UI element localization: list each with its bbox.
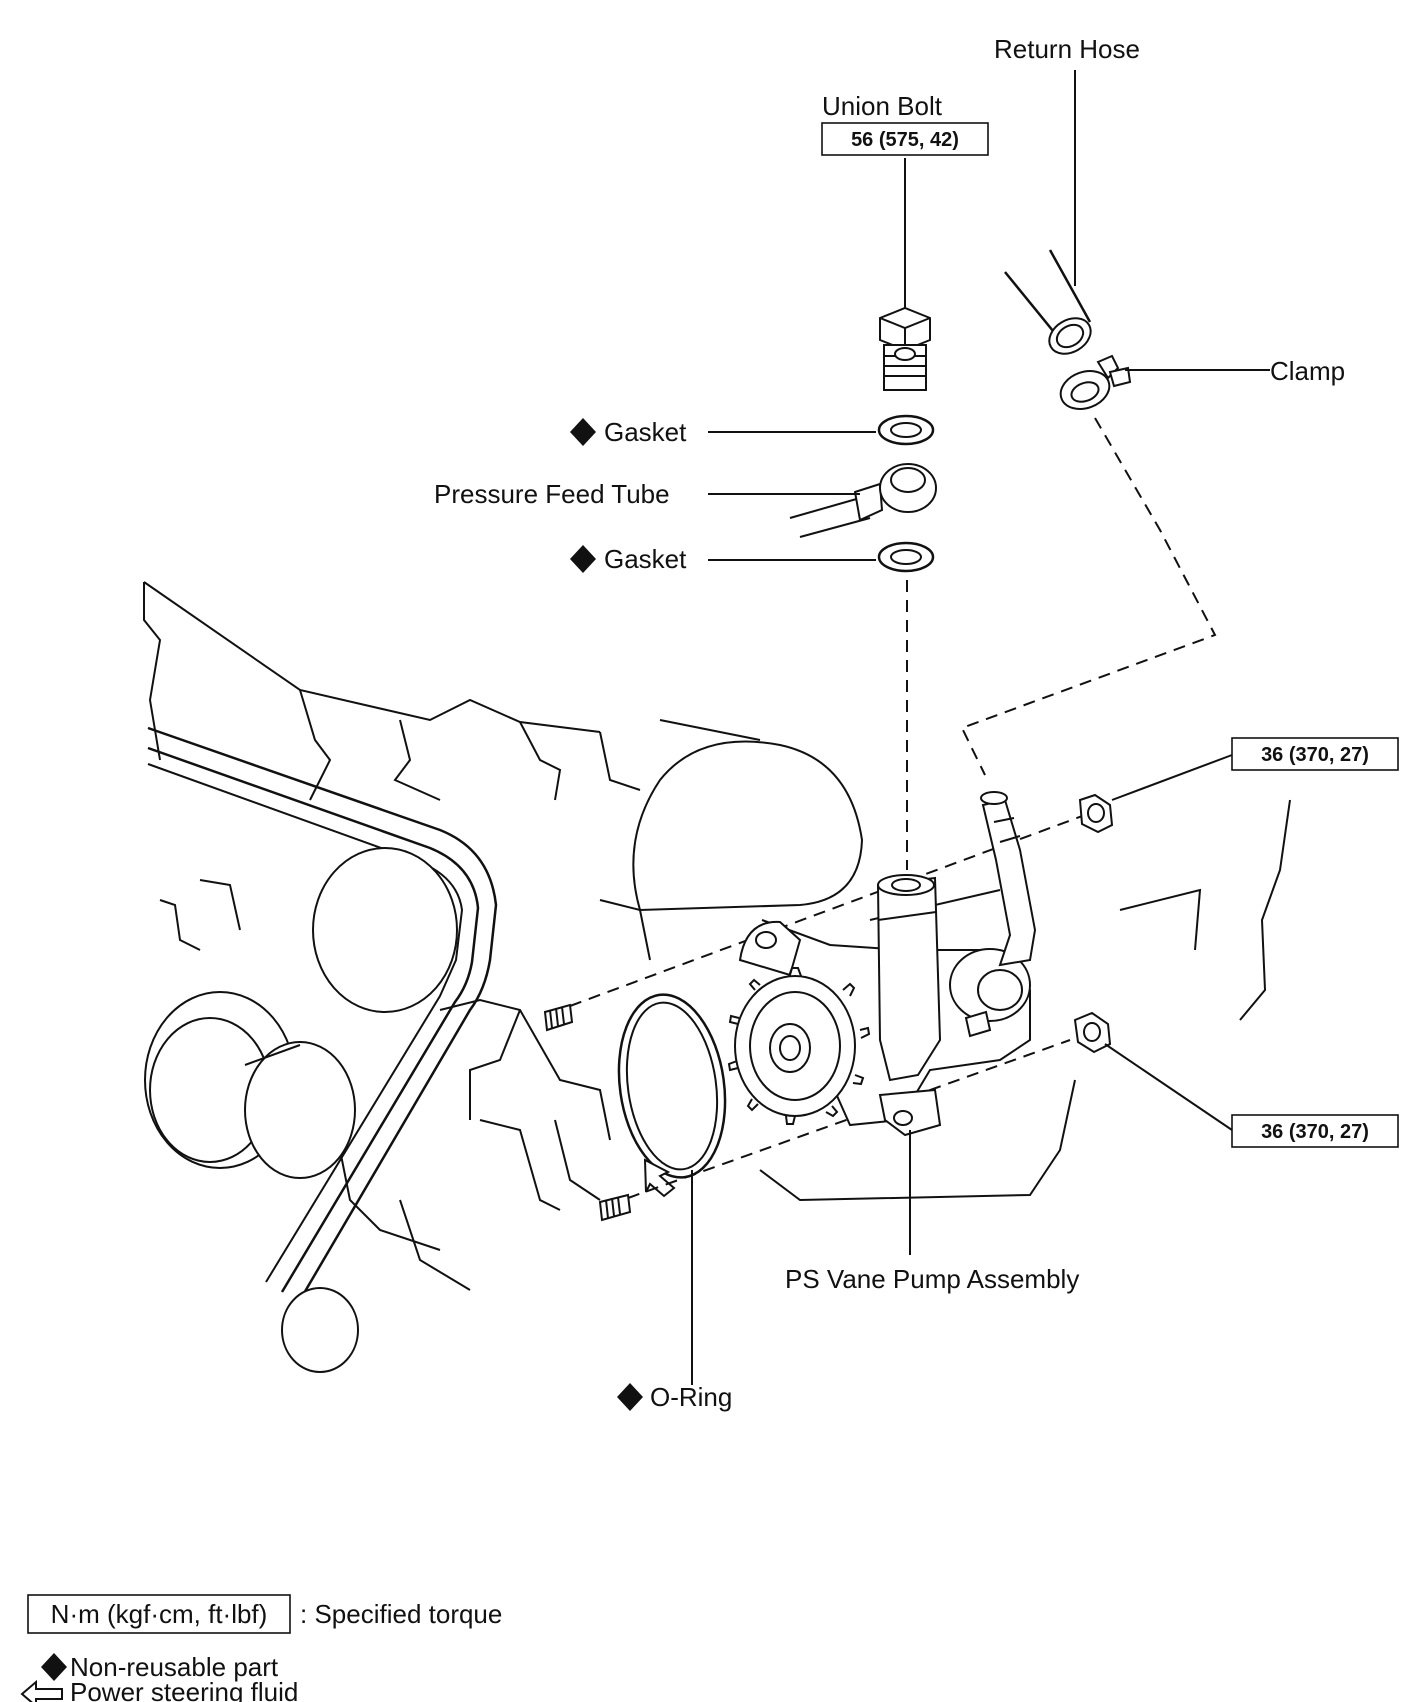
pulley-lower	[144, 991, 356, 1179]
legend-torque-units: N·m (kgf·cm, ft·lbf)	[51, 1599, 268, 1629]
union-bolt	[879, 306, 931, 391]
non-reusable-icon	[41, 1653, 67, 1681]
union-bolt-torque-box	[821, 122, 989, 156]
nut-lower-torque: 36 (370, 27)	[1261, 1121, 1369, 1143]
return-hose-label: Return Hose	[994, 34, 1140, 64]
union-bolt-torque: 56 (575, 42)	[851, 129, 959, 151]
gasket-bottom-label: Gasket	[604, 544, 687, 574]
nut-upper-torque: 36 (370, 27)	[1261, 744, 1369, 766]
stud-lower	[598, 1193, 632, 1222]
ps-vane-pump-label: PS Vane Pump Assembly	[785, 1264, 1079, 1294]
filter-cover	[632, 719, 864, 912]
gasket-top-label: Gasket	[604, 417, 687, 447]
non-reusable-icon	[570, 545, 596, 573]
nut-upper	[1078, 793, 1114, 834]
ps-vane-pump	[727, 791, 1037, 1137]
clamp	[1059, 354, 1132, 410]
legend-non-reusable: Non-reusable part	[70, 1652, 279, 1682]
alignment-lines	[569, 417, 1217, 1199]
gasket-bottom	[877, 541, 935, 573]
nut-upper-torque-box	[1231, 737, 1399, 771]
fluid-arrow-icon	[20, 1679, 63, 1702]
nut-lower-torque-box	[1231, 1114, 1399, 1148]
o-ring	[617, 993, 727, 1179]
pressure-feed-tube-label: Pressure Feed Tube	[434, 479, 670, 509]
legend-fluid: Power steering fluid	[70, 1677, 298, 1702]
idler-pulley	[281, 1287, 359, 1373]
gasket-top	[877, 414, 935, 446]
union-bolt-label: Union Bolt	[822, 91, 943, 121]
non-reusable-icon	[570, 418, 596, 446]
drive-belt	[147, 726, 498, 1301]
pulley-upper	[312, 847, 458, 1013]
o-ring-label: O-Ring	[650, 1382, 732, 1412]
legend-torque-box	[27, 1594, 291, 1634]
pressure-feed-tube	[789, 463, 937, 538]
leader-lines	[691, 70, 1270, 1385]
nut-lower	[1073, 1011, 1112, 1054]
non-reusable-icon	[617, 1383, 643, 1411]
legend: N·m (kgf·cm, ft·lbf) : Specified torque …	[20, 1594, 502, 1702]
return-hose	[1004, 249, 1092, 355]
stud-upper	[543, 1003, 574, 1032]
clamp-label: Clamp	[1270, 356, 1345, 386]
legend-torque-desc: : Specified torque	[300, 1599, 502, 1629]
